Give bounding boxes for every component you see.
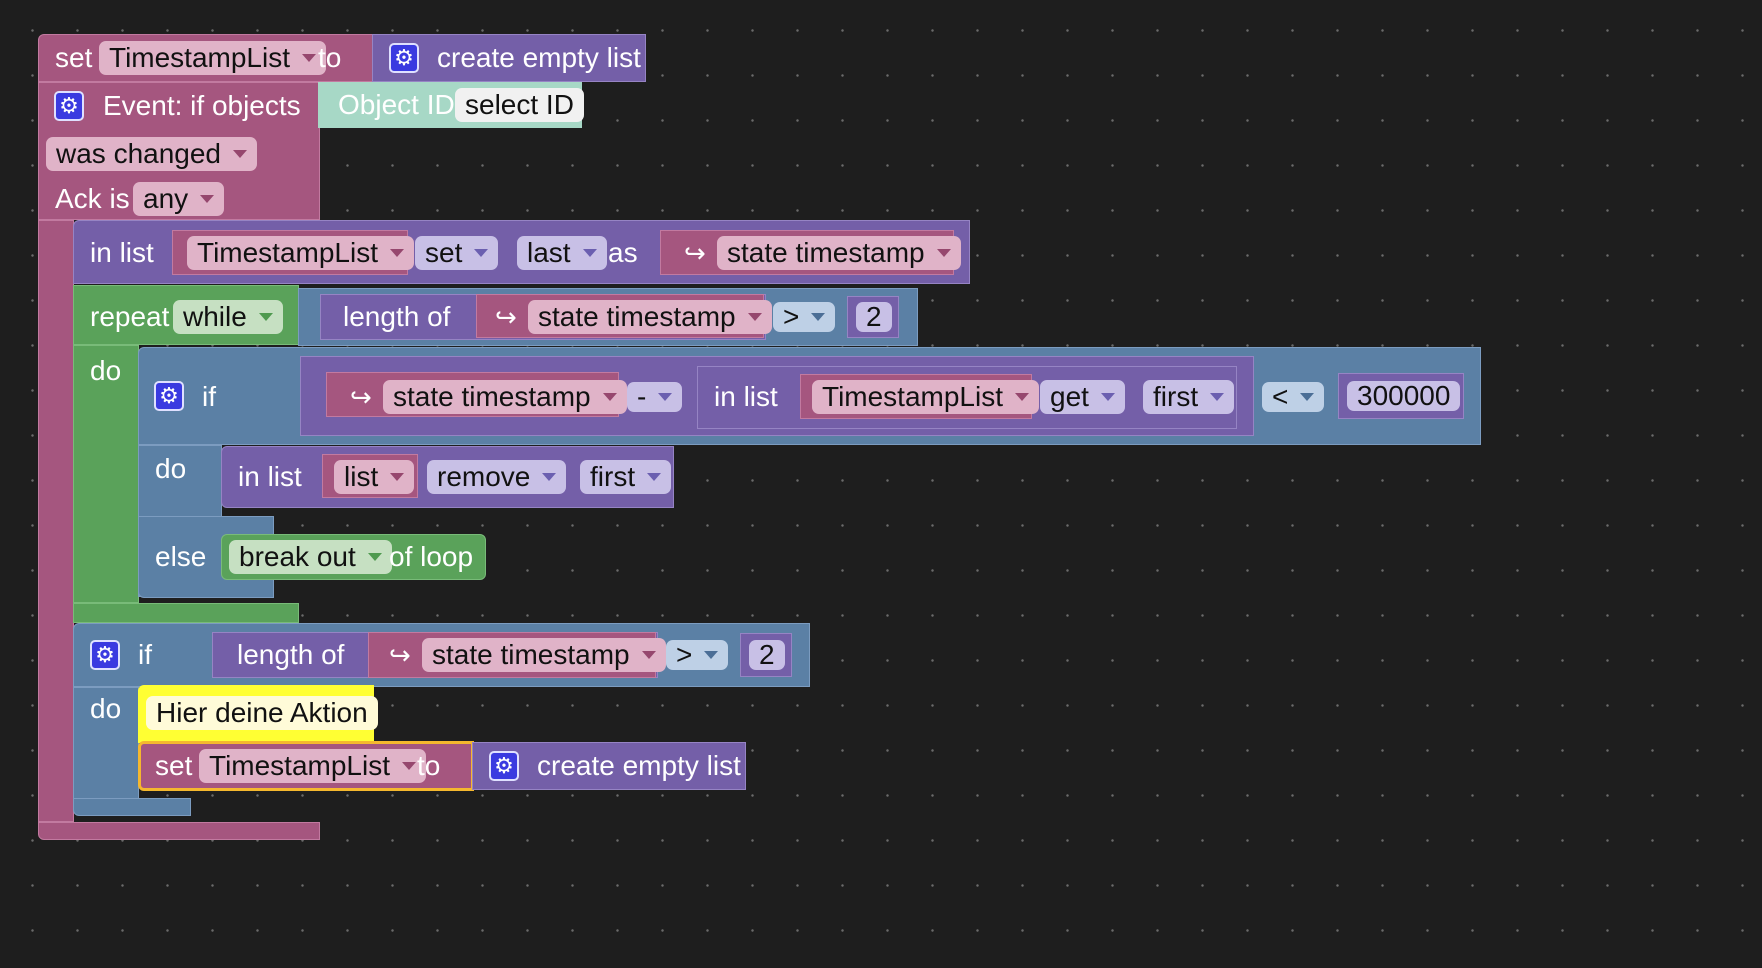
list-where-dropdown[interactable]: last — [517, 236, 607, 270]
in-list-label: in list — [90, 237, 154, 268]
gear-icon[interactable]: ⚙ — [489, 751, 519, 781]
list-mode-dropdown[interactable]: set — [415, 236, 499, 270]
select-id-field[interactable]: select ID — [455, 88, 584, 122]
if-label: if — [138, 639, 152, 670]
set-label: set — [55, 42, 93, 73]
list-variable-dropdown[interactable]: TimestampList — [187, 236, 415, 270]
variable-dropdown-timestamplist[interactable]: TimestampList — [99, 41, 327, 75]
state-dropdown[interactable]: state timestamp — [383, 380, 627, 414]
create-empty-list-label: create empty list — [537, 750, 741, 781]
to-label: to — [417, 750, 441, 781]
gear-icon[interactable]: ⚙ — [54, 91, 84, 121]
repeat-block-spine — [73, 345, 139, 603]
set-label: set — [155, 750, 193, 781]
list-where-dropdown[interactable]: first — [1143, 380, 1235, 414]
repeat-label: repeat — [90, 301, 170, 332]
comment-text-field[interactable]: Hier deine Aktion — [146, 696, 378, 730]
as-label: as — [608, 237, 638, 268]
gear-icon[interactable]: ⚙ — [154, 381, 184, 411]
create-empty-list-label: create empty list — [437, 42, 641, 73]
variable-dropdown-timestamplist[interactable]: TimestampList — [199, 749, 427, 783]
event-block-footer — [38, 822, 320, 840]
gear-icon[interactable]: ⚙ — [389, 43, 419, 73]
length-of-label: length of — [237, 639, 345, 670]
minus-operator-dropdown[interactable]: - — [627, 382, 683, 412]
to-label: to — [318, 42, 342, 73]
list-where-dropdown[interactable]: first — [580, 460, 672, 494]
repeat-do-label: do — [90, 355, 122, 386]
operator-dropdown[interactable]: > — [773, 302, 836, 332]
repeat-mode-dropdown[interactable]: while — [173, 300, 283, 334]
event-label: Event: if objects — [103, 90, 301, 121]
return-arrow-icon: ↪ — [350, 382, 372, 412]
return-arrow-icon: ↪ — [495, 302, 517, 332]
ack-dropdown[interactable]: any — [133, 182, 225, 216]
state-dropdown[interactable]: state timestamp — [717, 236, 961, 270]
trigger-dropdown[interactable]: was changed — [46, 137, 258, 171]
ack-is-label: Ack is — [55, 183, 130, 214]
if-label: if — [202, 381, 216, 412]
number-field[interactable]: 300000 — [1347, 381, 1461, 411]
number-field[interactable]: 2 — [749, 640, 785, 670]
operator-dropdown[interactable]: > — [666, 640, 729, 670]
list-variable-dropdown[interactable]: TimestampList — [812, 380, 1040, 414]
number-field[interactable]: 2 — [856, 302, 892, 332]
return-arrow-icon: ↪ — [389, 640, 411, 670]
repeat-block-footer — [73, 603, 299, 623]
if-do-label: do — [90, 693, 122, 724]
state-dropdown[interactable]: state timestamp — [528, 300, 772, 334]
gear-icon[interactable]: ⚙ — [90, 640, 120, 670]
object-id-label: Object ID — [338, 89, 455, 120]
of-loop-label: of loop — [389, 541, 474, 572]
return-arrow-icon: ↪ — [684, 238, 706, 268]
list-variable-dropdown[interactable]: list — [334, 460, 415, 494]
if-block-footer — [73, 798, 191, 816]
in-list-label: in list — [238, 461, 302, 492]
else-label: else — [155, 541, 207, 572]
in-list-label: in list — [714, 381, 778, 412]
break-mode-dropdown[interactable]: break out — [229, 540, 392, 574]
length-of-label: length of — [343, 301, 451, 332]
operator-dropdown[interactable]: < — [1262, 382, 1325, 412]
list-mode-dropdown[interactable]: get — [1040, 380, 1125, 414]
list-mode-dropdown[interactable]: remove — [427, 460, 567, 494]
state-dropdown[interactable]: state timestamp — [422, 638, 666, 672]
if-do-label: do — [155, 453, 187, 484]
event-block-spine — [38, 220, 74, 822]
